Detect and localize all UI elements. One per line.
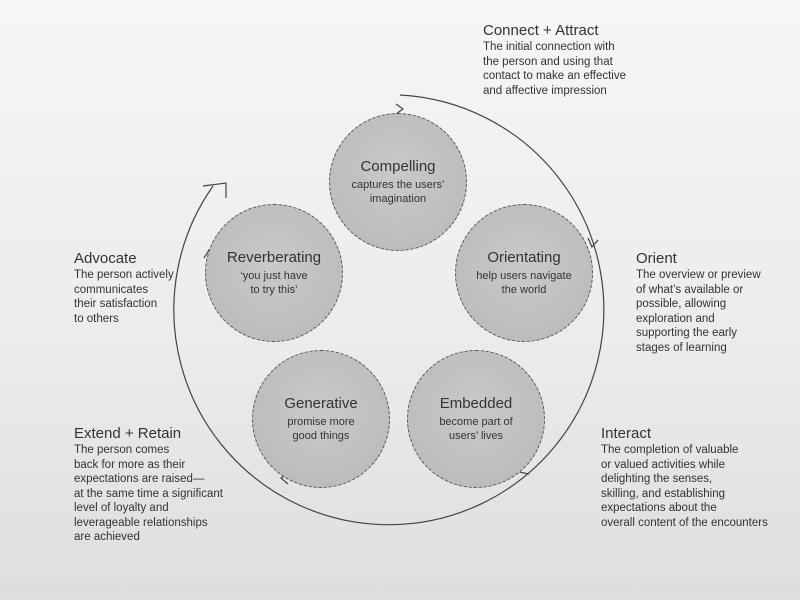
phase-connect-title: Connect + Attract <box>483 22 599 39</box>
phase-interact-desc: The completion of valuable or valued act… <box>601 444 768 529</box>
phase-orient: Orient The overview or preview of what’s… <box>636 250 761 355</box>
chevron-right-icon <box>587 237 599 249</box>
embedded-title: Embedded <box>439 395 513 412</box>
compelling-title: Compelling <box>360 158 436 175</box>
compelling-circle: Compelling captures the users’ imaginati… <box>329 113 467 251</box>
phase-extend-title: Extend + Retain <box>74 425 182 442</box>
orientating-title: Orientating <box>487 249 561 266</box>
phase-interact: Interact The completion of valuable or v… <box>601 425 768 530</box>
chevron-top-icon <box>395 103 405 115</box>
orientating-circle: Orientating help users navigate the worl… <box>455 204 593 342</box>
phase-interact-title: Interact <box>601 425 652 442</box>
generative-title: Generative <box>284 395 358 412</box>
reverberating-circle: Reverberating ‘you just have to try this… <box>205 204 343 342</box>
embedded-desc: become part of users’ lives <box>439 416 513 442</box>
outer-cycle-arrowhead <box>202 182 227 198</box>
orientating-desc: help users navigate the world <box>476 270 572 296</box>
phase-extend: Extend + Retain The person comes back fo… <box>74 425 223 545</box>
reverberating-title: Reverberating <box>226 249 322 266</box>
embedded-circle: Embedded become part of users’ lives <box>407 350 545 488</box>
phase-advocate: Advocate The person actively communicate… <box>74 250 174 326</box>
generative-desc: promise more good things <box>287 416 355 442</box>
reverberating-desc: ‘you just have to try this’ <box>240 270 308 296</box>
phase-advocate-desc: The person actively communicates their s… <box>74 269 174 325</box>
phase-orient-desc: The overview or preview of what’s availa… <box>636 269 761 354</box>
phase-extend-desc: The person comes back for more as their … <box>74 444 223 543</box>
compelling-desc: captures the users’ imagination <box>351 179 445 205</box>
outer-cycle-arc <box>173 94 605 526</box>
generative-circle: Generative promise more good things <box>252 350 390 488</box>
phase-connect: Connect + Attract The initial connection… <box>483 22 626 98</box>
phase-orient-title: Orient <box>636 250 677 267</box>
phase-connect-desc: The initial connection with the person a… <box>483 41 626 97</box>
phase-advocate-title: Advocate <box>74 250 137 267</box>
